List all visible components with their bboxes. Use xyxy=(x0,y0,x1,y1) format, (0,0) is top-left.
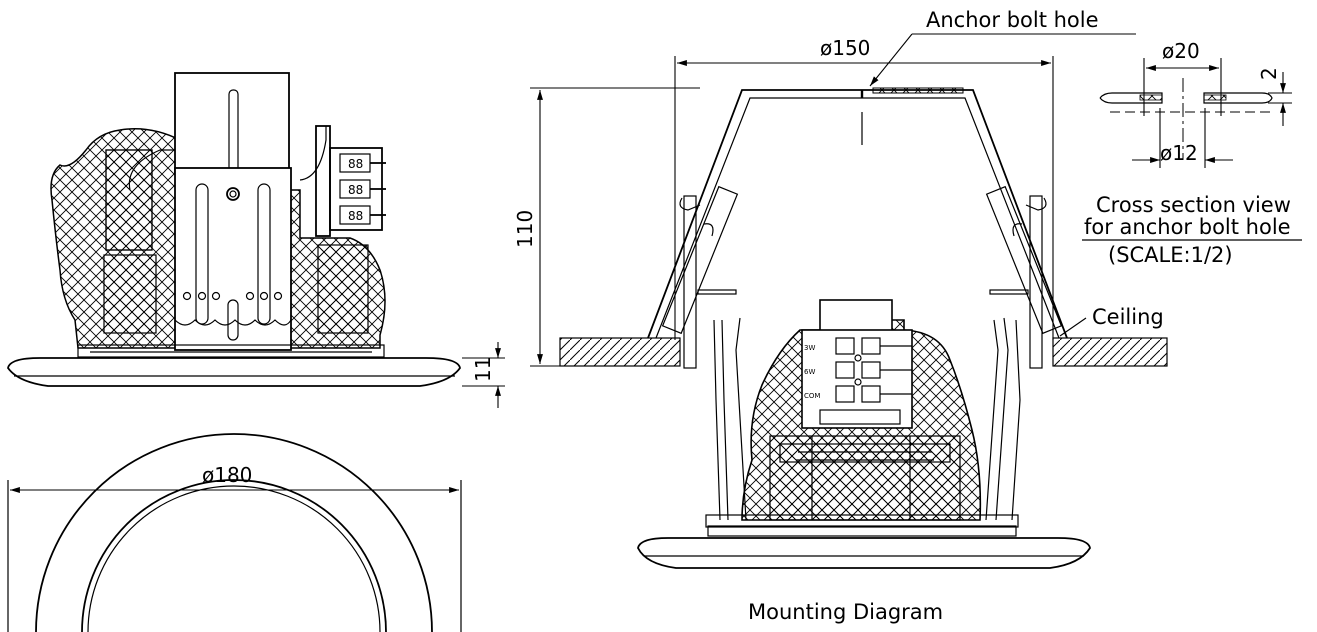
ceiling-right xyxy=(1052,337,1168,367)
diagram-caption: Mounting Diagram xyxy=(748,600,943,624)
terminal-label-com: COM xyxy=(804,392,820,400)
hole-inner-diameter-label: ø12 xyxy=(1160,141,1198,165)
clamp-left xyxy=(661,185,739,369)
terminal-block: 88 88 88 xyxy=(299,125,386,237)
grille-flange xyxy=(7,357,461,387)
hole-depth-label: 2 xyxy=(1257,67,1281,80)
cross-section-detail: ø20 ø12 2 Cross section view for anchor … xyxy=(1082,39,1302,267)
bracket-top xyxy=(174,72,290,174)
mount-diameter-label: ø150 xyxy=(820,36,870,60)
ceiling-label: Ceiling xyxy=(1092,305,1164,329)
svg-text:88: 88 xyxy=(348,209,363,223)
cross-section-title-line1: Cross section view xyxy=(1096,193,1291,217)
terminal-label-6w: 6W xyxy=(804,368,815,376)
mounting-view: 3W 6W COM xyxy=(559,87,1168,569)
bracket-body xyxy=(174,167,292,351)
dimension-mount-height: 110 xyxy=(513,87,700,367)
mount-height-label: 110 xyxy=(513,210,537,248)
svg-text:88: 88 xyxy=(348,157,363,171)
ceiling-left xyxy=(559,337,681,367)
dimension-mount-diameter: ø150 xyxy=(674,36,1054,340)
anchor-bolt-callout: Anchor bolt hole xyxy=(869,8,1136,87)
mounting-cage xyxy=(647,89,1068,339)
svg-text:88: 88 xyxy=(348,183,363,197)
anchor-bolt-hole-label: Anchor bolt hole xyxy=(926,8,1099,32)
side-view: 88 88 88 xyxy=(7,72,461,387)
hole-outer-diameter-label: ø20 xyxy=(1162,39,1200,63)
flange-height-label: 11 xyxy=(471,357,495,382)
dimension-flange-height: 11 xyxy=(462,342,505,408)
terminal-label-3w: 3W xyxy=(804,344,815,352)
clamp-right xyxy=(985,185,1063,369)
cross-section-title-line2: for anchor bolt hole xyxy=(1084,215,1291,239)
grille-flange-mounted xyxy=(637,537,1091,569)
front-view: ø180 xyxy=(7,433,462,632)
flange-diameter-label: ø180 xyxy=(202,463,252,487)
terminal-block-mounted: 3W 6W COM xyxy=(801,299,913,429)
cross-section-scale: (SCALE:1/2) xyxy=(1108,243,1233,267)
ceiling-callout: Ceiling xyxy=(1059,305,1164,337)
